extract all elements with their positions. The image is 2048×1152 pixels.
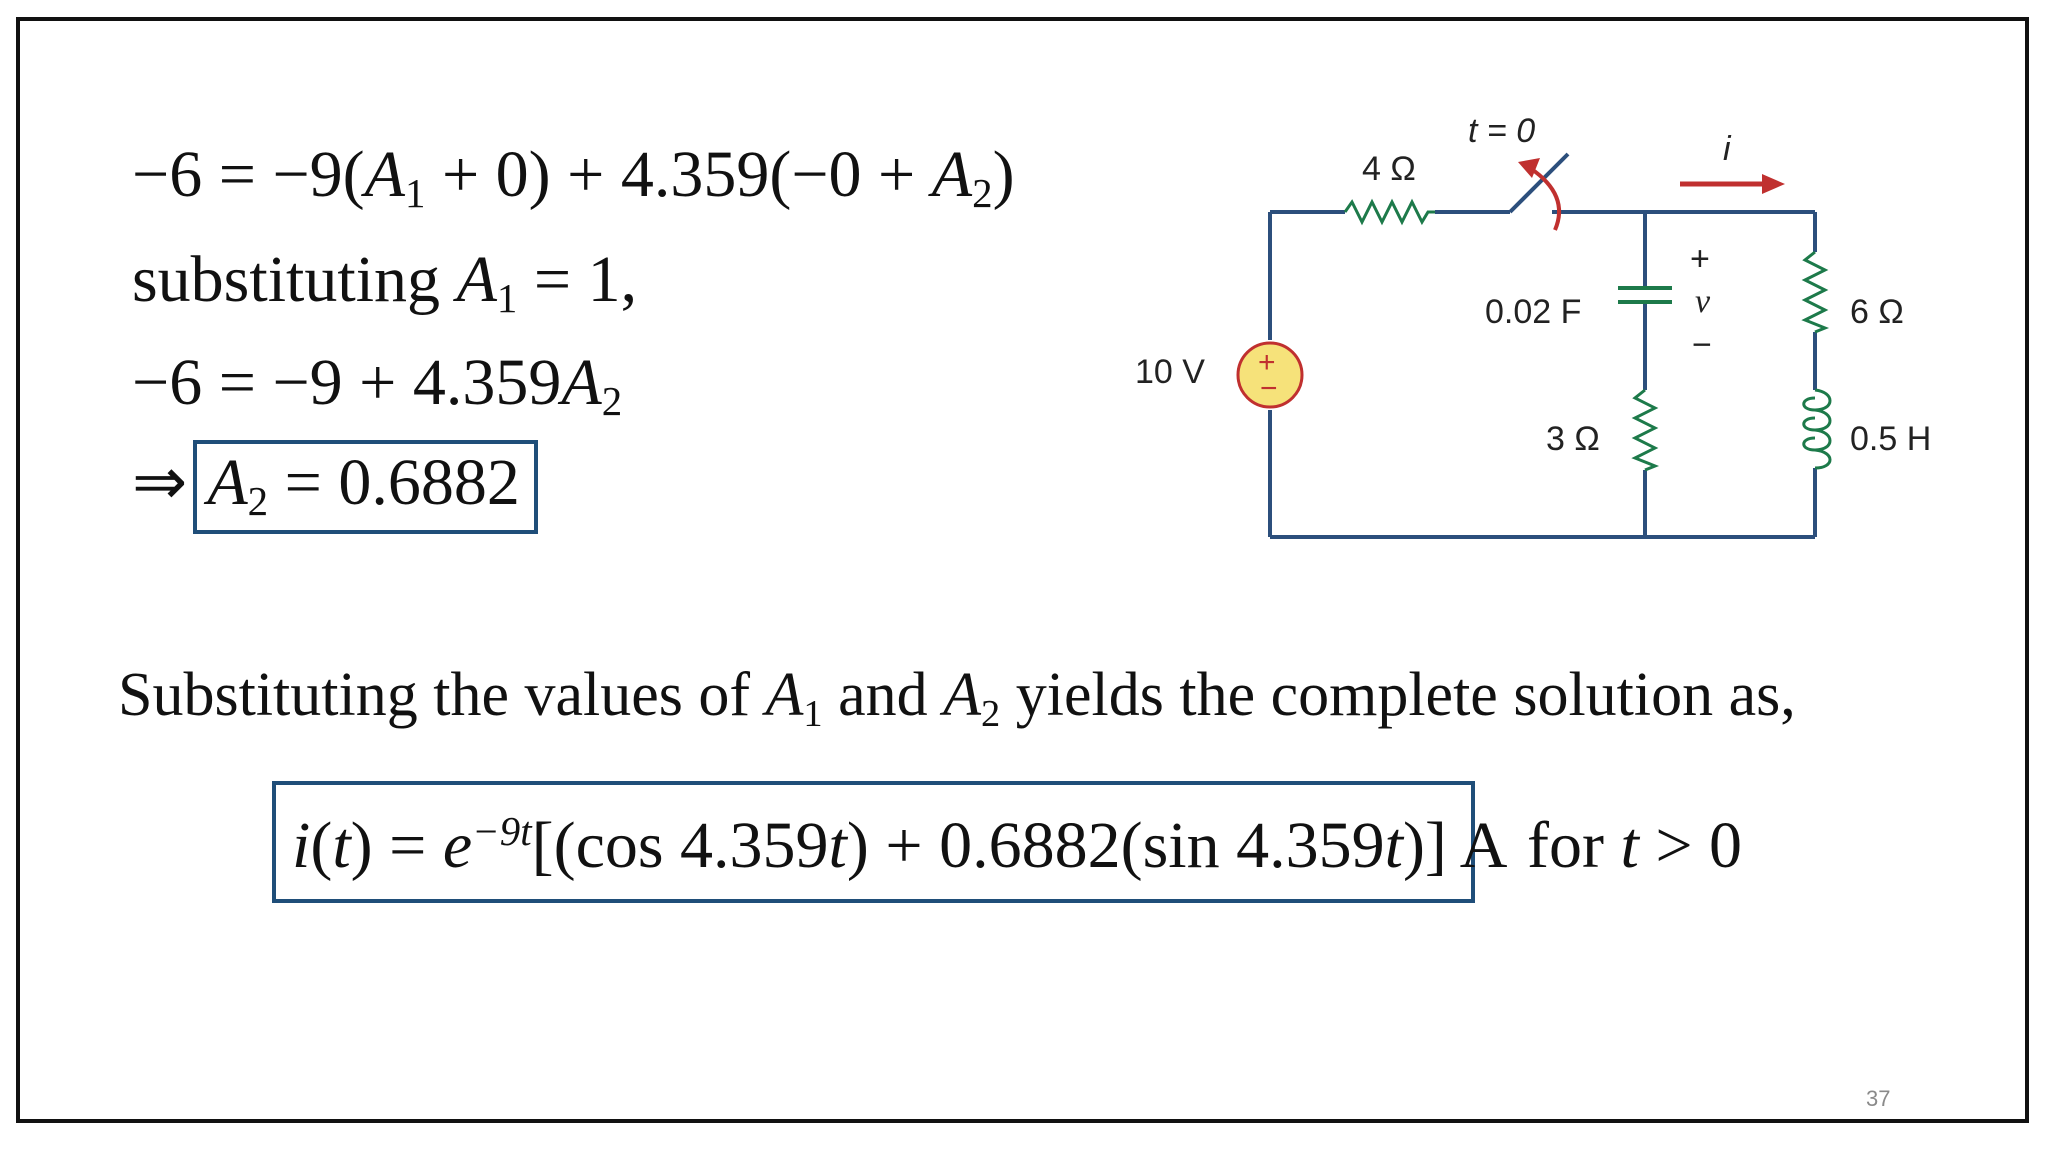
source-minus-sign: − xyxy=(1260,372,1278,405)
label-switch: t = 0 xyxy=(1468,112,1535,150)
circuit-wires xyxy=(1268,210,1817,539)
label-r1: 4 Ω xyxy=(1362,150,1416,188)
resistor-6ohm xyxy=(1801,250,1830,334)
switch-blade xyxy=(1508,152,1570,214)
equation-4: ⇒A2 = 0.6882 xyxy=(132,440,538,534)
capacitor xyxy=(1618,286,1672,304)
solution-equation: i(t) = e−9t[(cos 4.359t) + 0.6882(sin 4.… xyxy=(292,808,1508,883)
label-inductor: 0.5 H xyxy=(1850,420,1931,458)
label-v-minus: − xyxy=(1692,326,1712,364)
circuit-diagram: + − 4 Ω t = 0 i 10 V 0.02 F + v − 3 Ω 6 … xyxy=(1135,112,1931,539)
equation-2: substituting A1 = 1, xyxy=(132,243,638,322)
solution-box xyxy=(272,781,1475,903)
solution-sentence: Substituting the values of A1 and A2 yie… xyxy=(118,661,1796,735)
page-number: 37 xyxy=(1866,1086,1891,1111)
inductor xyxy=(1802,388,1832,470)
label-current: i xyxy=(1723,130,1732,168)
voltage-source xyxy=(1236,341,1304,409)
equation-3: −6 = −9 + 4.359A2 xyxy=(132,346,623,425)
resistor-4ohm xyxy=(1343,198,1435,226)
implies-arrow: ⇒ xyxy=(132,446,188,519)
label-source: 10 V xyxy=(1135,353,1205,391)
label-r3: 6 Ω xyxy=(1850,293,1904,331)
result-box: A2 = 0.6882 xyxy=(193,440,538,534)
source-plus-sign: + xyxy=(1258,346,1276,379)
label-capacitor: 0.02 F xyxy=(1485,293,1581,331)
solution-condition: for t > 0 xyxy=(1527,809,1743,882)
slide-frame xyxy=(16,17,2029,1123)
label-v: v xyxy=(1695,283,1711,320)
label-r2: 3 Ω xyxy=(1546,420,1600,458)
resistor-3ohm xyxy=(1631,388,1660,472)
switch-arrow xyxy=(1528,166,1561,231)
equation-1: −6 = −9(A1 + 0) + 4.359(−0 + A2) xyxy=(132,138,1015,217)
label-v-plus: + xyxy=(1690,240,1710,278)
